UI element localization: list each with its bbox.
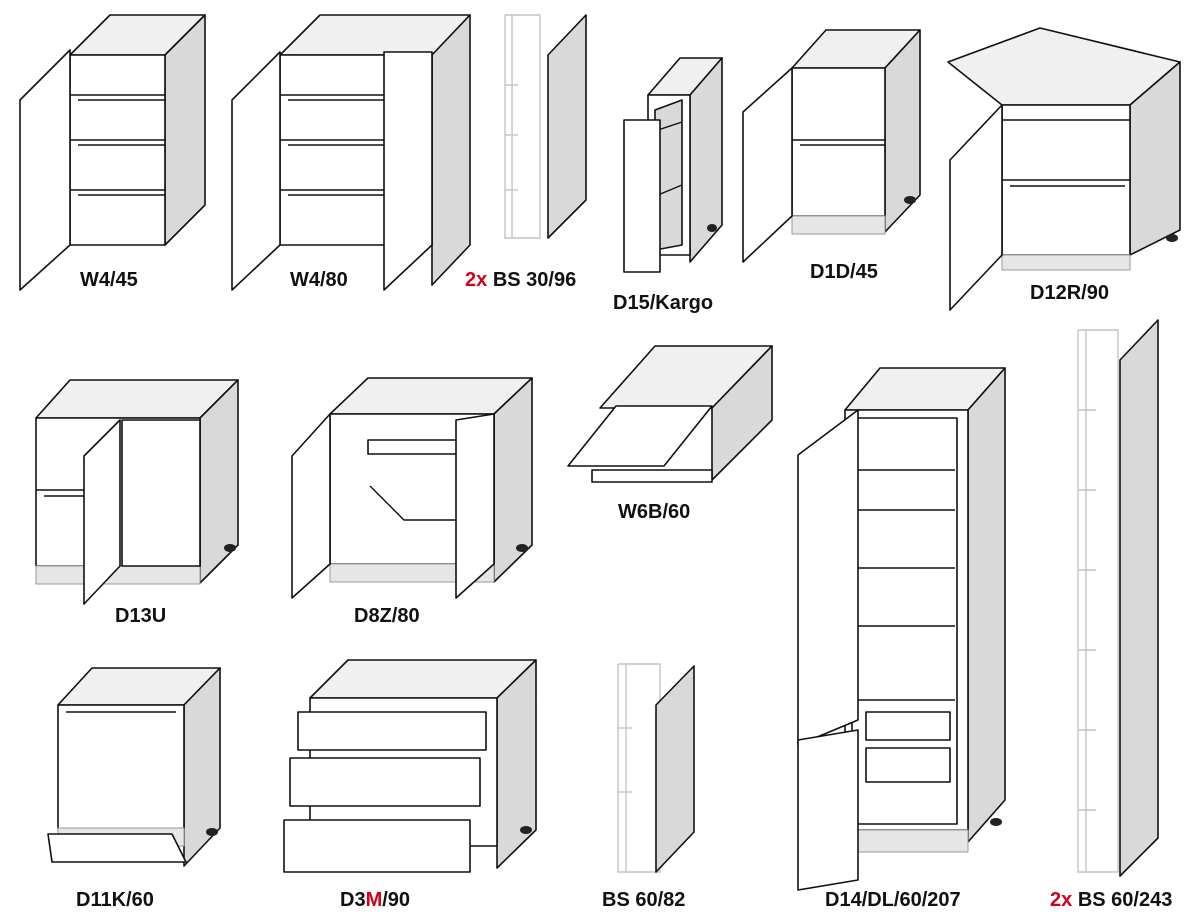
- label-text: BS 30/96: [492, 269, 577, 291]
- label-d11k-60: D11K/60: [76, 889, 154, 911]
- label-highlight: M: [365, 889, 383, 911]
- cabinet-w4-45: [19, 14, 206, 291]
- panel-bs-60-243: [1077, 319, 1159, 877]
- panel-bs-60-82: [617, 663, 695, 873]
- cabinet-d14-dl-60-207: [797, 367, 1006, 891]
- cabinet-w4-80: [231, 14, 471, 291]
- label-bs-60-82: BS 60/82: [602, 889, 686, 911]
- label-bs-60-243: 2x BS 60/243: [1050, 890, 1172, 910]
- cabinet-d13u: [35, 379, 239, 605]
- cabinet-d15-kargo: [623, 57, 723, 273]
- label-d13u: D13U: [115, 605, 167, 627]
- cabinet-d8z-80: [291, 377, 533, 599]
- label-part: D3: [340, 889, 366, 911]
- cabinet-d11k-60: [47, 667, 221, 867]
- label-d8z-80: D8Z/80: [354, 605, 420, 627]
- label-w4-80: W4/80: [290, 269, 348, 291]
- label-w6b-60: W6B/60: [618, 501, 691, 523]
- quantity-badge: 2x: [465, 269, 488, 291]
- label-d15-kargo: D15/Kargo: [613, 292, 714, 314]
- panel-bs-30-96: [504, 14, 587, 239]
- cabinet-w6b-60: [567, 345, 773, 483]
- cabinet-d3m-90: [283, 659, 537, 873]
- label-part: /90: [382, 889, 411, 911]
- label-d1d-45: D1D/45: [810, 261, 878, 283]
- label-bs-30-96: 2x BS 30/96: [465, 270, 576, 290]
- label-d14-dl-60-207: D14/DL/60/207: [825, 889, 961, 911]
- label-d12r-90: D12R/90: [1030, 282, 1109, 304]
- quantity-badge: 2x: [1050, 889, 1073, 911]
- cabinet-d12r-90: [947, 27, 1181, 311]
- label-w4-45: W4/45: [80, 269, 138, 291]
- label-d3m-90: D3M/90: [340, 890, 410, 910]
- cabinet-d1d-45: [742, 29, 921, 263]
- label-text: BS 60/243: [1077, 889, 1173, 911]
